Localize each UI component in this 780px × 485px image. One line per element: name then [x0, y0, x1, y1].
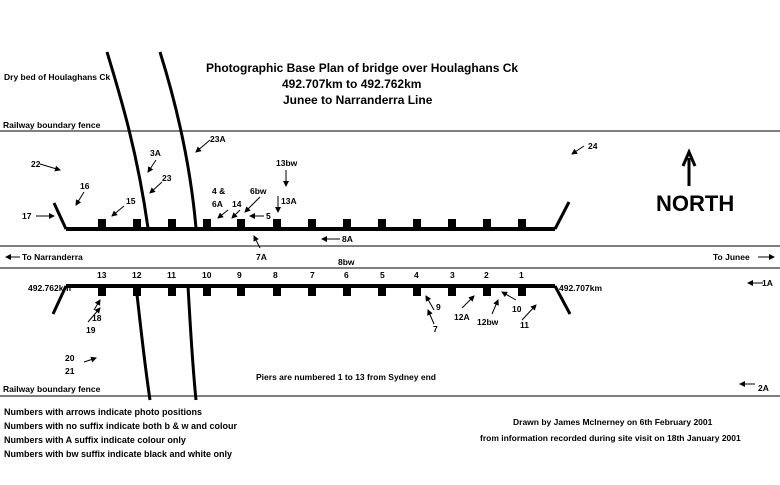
km-right-label: 492.707km	[559, 283, 602, 293]
pier-number: 9	[237, 270, 242, 280]
photo-label: 17	[22, 211, 32, 221]
photo-label: 12bw	[477, 317, 499, 327]
photo-label: 21	[65, 366, 75, 376]
photo-label: 7A	[256, 252, 267, 262]
photo-label: 2A	[758, 383, 769, 393]
title-line-3: Junee to Narranderra Line	[283, 93, 433, 107]
legend-line-4: Numbers with bw suffix indicate black an…	[4, 449, 232, 459]
legend-line-3: Numbers with A suffix indicate colour on…	[4, 435, 186, 445]
to-narranderra-label: To Narranderra	[22, 252, 83, 262]
photo-label: 12A	[454, 312, 470, 322]
title-line-2: 492.707km to 492.762km	[282, 77, 421, 91]
photo-position-labels: 22 16 17 15 3A 23 23A 4 & 6A 14 6bw 5 13…	[22, 134, 773, 393]
photo-label: 16	[80, 181, 90, 191]
photo-label: 8A	[342, 234, 353, 244]
piers-north	[98, 219, 526, 228]
photo-label: 20	[65, 353, 75, 363]
fence-bottom-label: Railway boundary fence	[3, 384, 101, 394]
piers-note: Piers are numbered 1 to 13 from Sydney e…	[256, 372, 436, 382]
abutment-nw	[52, 202, 68, 230]
photo-label: 7	[433, 324, 438, 334]
photo-label: 18	[92, 313, 102, 323]
piers-south	[98, 287, 526, 296]
pier-number: 12	[132, 270, 142, 280]
north-label: NORTH	[656, 191, 734, 216]
fence-top-label: Railway boundary fence	[3, 120, 101, 130]
photo-arrows	[36, 139, 763, 387]
pier-number: 7	[310, 270, 315, 280]
pier-number: 3	[450, 270, 455, 280]
photo-label: 19	[86, 325, 96, 335]
credits-line-2: from information recorded during site vi…	[480, 433, 741, 443]
photo-label: 15	[126, 196, 136, 206]
legend-line-2: Numbers with no suffix indicate both b &…	[4, 421, 238, 431]
photo-label: 23	[162, 173, 172, 183]
north-arrow-head	[681, 148, 697, 167]
photo-label: 6A	[212, 199, 223, 209]
creek-bank-east	[158, 51, 198, 401]
legend-line-1: Numbers with arrows indicate photo posit…	[4, 407, 202, 417]
pier-number-labels: 13 12 11 10 9 8 7 6 5 4 3 2 1	[97, 270, 524, 280]
pier-number: 10	[202, 270, 212, 280]
to-junee-label: To Junee	[713, 252, 750, 262]
creek-bank-west	[105, 51, 152, 401]
pier-number: 11	[167, 270, 176, 280]
photo-label: 24	[588, 141, 598, 151]
photo-label: 5	[266, 211, 271, 221]
legend: Numbers with arrows indicate photo posit…	[4, 407, 238, 459]
abutment-se	[553, 285, 572, 315]
photo-label: 13bw	[276, 158, 298, 168]
pier-number: 5	[380, 270, 385, 280]
pier-number: 2	[484, 270, 489, 280]
photo-label: 6bw	[250, 186, 267, 196]
photo-label: 22	[31, 159, 41, 169]
photo-label: 14	[232, 199, 242, 209]
photo-label: 8bw	[338, 257, 355, 267]
pier-number: 6	[344, 270, 349, 280]
pier-number: 13	[97, 270, 107, 280]
km-left-label: 492.762km	[28, 283, 71, 293]
photo-label: 9	[436, 302, 441, 312]
photo-label: 4 &	[212, 186, 225, 196]
pier-number: 1	[519, 270, 524, 280]
abutment-ne	[553, 201, 571, 230]
pier-number: 8	[273, 270, 278, 280]
photo-label: 23A	[210, 134, 226, 144]
dry-bed-label: Dry bed of Houlaghans Ck	[4, 72, 111, 82]
photo-label: 11	[520, 320, 529, 330]
photo-label: 10	[512, 304, 522, 314]
credits-line-1: Drawn by James McInerney on 6th February…	[513, 417, 713, 427]
photo-label: 1A	[762, 278, 773, 288]
abutment-sw	[51, 285, 68, 315]
photo-label: 3A	[150, 148, 161, 158]
title-line-1: Photographic Base Plan of bridge over Ho…	[206, 61, 518, 75]
pier-number: 4	[414, 270, 419, 280]
photo-label: 13A	[281, 196, 297, 206]
